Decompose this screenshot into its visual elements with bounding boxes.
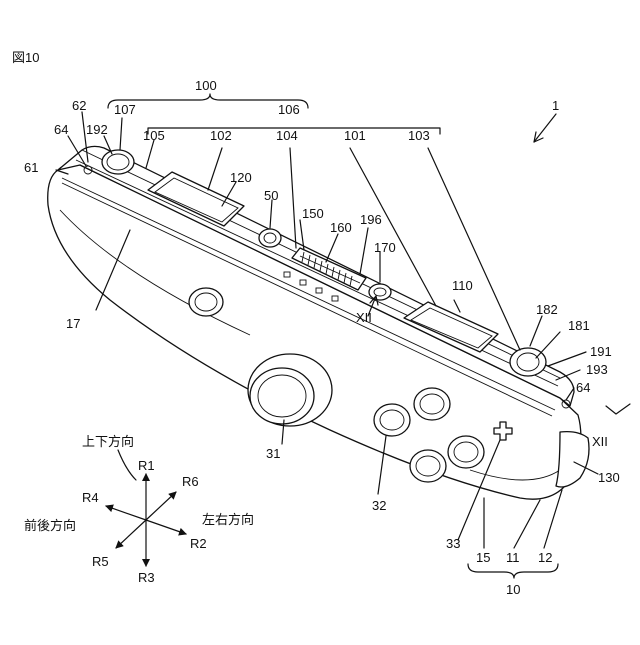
- label-up-down: 上下方向: [82, 434, 134, 449]
- label-12: 12: [538, 550, 552, 565]
- label-110: 110: [452, 278, 473, 293]
- arrow-R4: [106, 506, 146, 520]
- direction-indicator: 上下方向 R1 R6 R4 左右方向 前後方向 R2 R5 R3: [24, 434, 254, 585]
- label-15: 15: [476, 550, 490, 565]
- label-front-back: 前後方向: [24, 518, 76, 533]
- label-R2: R2: [190, 536, 207, 551]
- label-100: 100: [195, 78, 217, 93]
- label-181: 181: [568, 318, 590, 333]
- label-105: 105: [143, 128, 165, 143]
- arrow-R2: [146, 520, 186, 534]
- label-50: 50: [264, 188, 278, 203]
- label-106: 106: [278, 102, 300, 117]
- label-left-right: 左右方向: [202, 512, 254, 527]
- label-61: 61: [24, 160, 38, 175]
- label-1: 1: [552, 98, 559, 113]
- label-150: 150: [302, 206, 324, 221]
- arrow-R6: [146, 492, 176, 520]
- label-102: 102: [210, 128, 232, 143]
- arrow-R5: [116, 520, 146, 548]
- label-120: 120: [230, 170, 252, 185]
- label-107: 107: [114, 102, 136, 117]
- label-104: 104: [276, 128, 298, 143]
- label-R5: R5: [92, 554, 109, 569]
- label-XII-right: XII: [592, 434, 608, 449]
- label-160: 160: [330, 220, 352, 235]
- label-101: 101: [344, 128, 366, 143]
- label-17: 17: [66, 316, 80, 331]
- label-33: 33: [446, 536, 460, 551]
- figure-title: 図10: [12, 50, 39, 65]
- brace-10: [468, 564, 558, 578]
- label-R4: R4: [82, 490, 99, 505]
- label-62: 62: [72, 98, 86, 113]
- label-192: 192: [86, 122, 108, 137]
- label-31: 31: [266, 446, 280, 461]
- label-64-right: 64: [576, 380, 590, 395]
- label-XII-top: XII: [356, 310, 372, 325]
- label-10: 10: [506, 582, 520, 597]
- label-193: 193: [586, 362, 608, 377]
- label-R6: R6: [182, 474, 199, 489]
- label-103: 103: [408, 128, 430, 143]
- label-191: 191: [590, 344, 612, 359]
- label-64-left: 64: [54, 122, 68, 137]
- label-32: 32: [372, 498, 386, 513]
- label-170: 170: [374, 240, 396, 255]
- label-130: 130: [598, 470, 620, 485]
- label-11: 11: [506, 550, 520, 565]
- label-196: 196: [360, 212, 382, 227]
- label-R1: R1: [138, 458, 155, 473]
- label-R3: R3: [138, 570, 155, 585]
- label-182: 182: [536, 302, 558, 317]
